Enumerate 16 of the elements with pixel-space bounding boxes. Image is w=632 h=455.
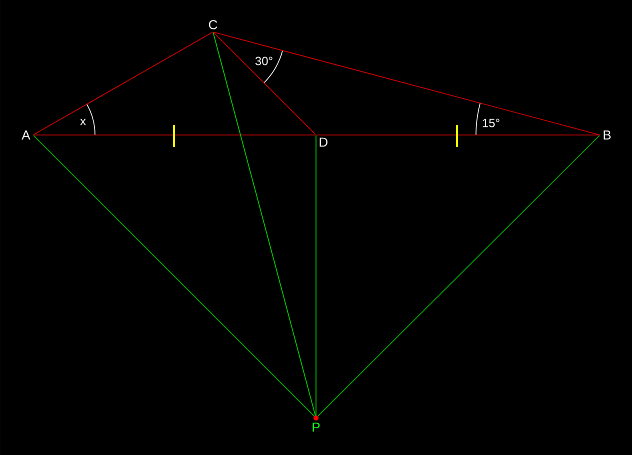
angle-label: x — [80, 118, 86, 126]
point-label: D — [320, 138, 328, 147]
line-segment — [317, 135, 600, 417]
angle-label: 30° — [255, 56, 272, 66]
line-segment — [316, 134, 600, 136]
line-segment — [213, 32, 316, 135]
line-segment — [33, 134, 316, 136]
point-label: A — [22, 130, 30, 140]
line-segment — [213, 32, 600, 136]
line-segment — [33, 32, 213, 136]
line-segment — [212, 32, 316, 416]
point-label: C — [208, 20, 218, 30]
angle-label: 15° — [482, 118, 500, 128]
line-segment — [33, 135, 315, 417]
point-label: P — [312, 415, 320, 432]
point-label: B — [604, 130, 611, 140]
